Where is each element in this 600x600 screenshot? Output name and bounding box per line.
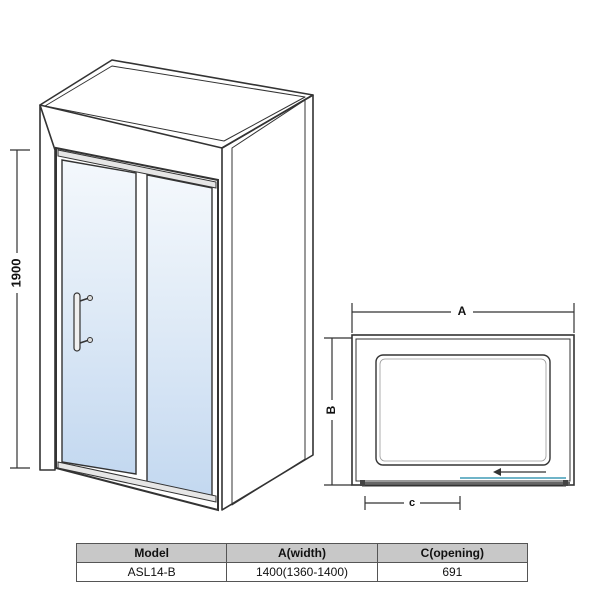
plan-width-label: A	[458, 304, 467, 318]
plan-depth-label-bg	[323, 400, 341, 420]
plan-width-label-bg	[451, 303, 473, 321]
enclosure-top-inner	[44, 65, 306, 142]
door-handle-bar	[73, 292, 81, 352]
enclosure-frame	[39, 59, 314, 511]
enclosure-right-inner	[231, 99, 306, 506]
enclosure-top-face	[39, 59, 314, 149]
cell-width: 1400(1360-1400)	[226, 562, 378, 582]
door-outer-frame	[55, 146, 219, 512]
plan-view: A B c	[323, 303, 575, 511]
height-dimension	[10, 149, 30, 469]
table-row: ASL14-B 1400(1360-1400) 691	[75, 562, 529, 582]
plan-outer-wall	[351, 334, 575, 486]
opening-label-bg	[404, 495, 420, 511]
height-label: 1900	[8, 259, 23, 288]
table-header-row: Model A(width) C(opening)	[75, 543, 529, 563]
height-label-bg	[6, 253, 28, 293]
header-width: A(width)	[226, 543, 378, 563]
opening-label: c	[409, 497, 415, 509]
plan-slide-arrowhead	[493, 468, 501, 476]
handle-knob-top	[87, 295, 93, 301]
cell-opening: 691	[376, 562, 529, 582]
header-model: Model	[75, 543, 228, 563]
cell-model: ASL14-B	[75, 562, 228, 582]
plan-tray-inner	[379, 358, 547, 462]
door-assembly	[55, 146, 219, 512]
plan-shower-tray	[375, 354, 551, 466]
plan-depth-label: B	[324, 405, 338, 414]
plan-inner-wall	[355, 338, 571, 482]
handle-knob-bottom	[87, 337, 93, 343]
enclosure-left-wall	[39, 104, 56, 471]
spec-table: Model A(width) C(opening) ASL14-B 1400(1…	[75, 543, 529, 582]
glass-panel-left	[61, 159, 137, 475]
plan-panel-post-left	[360, 480, 365, 486]
glass-panel-right	[146, 174, 213, 497]
header-opening: C(opening)	[376, 543, 529, 563]
plan-panel-post-right	[563, 480, 568, 486]
top-rail	[57, 149, 217, 189]
enclosure-right-wall	[221, 94, 314, 511]
bottom-rail	[57, 461, 217, 503]
